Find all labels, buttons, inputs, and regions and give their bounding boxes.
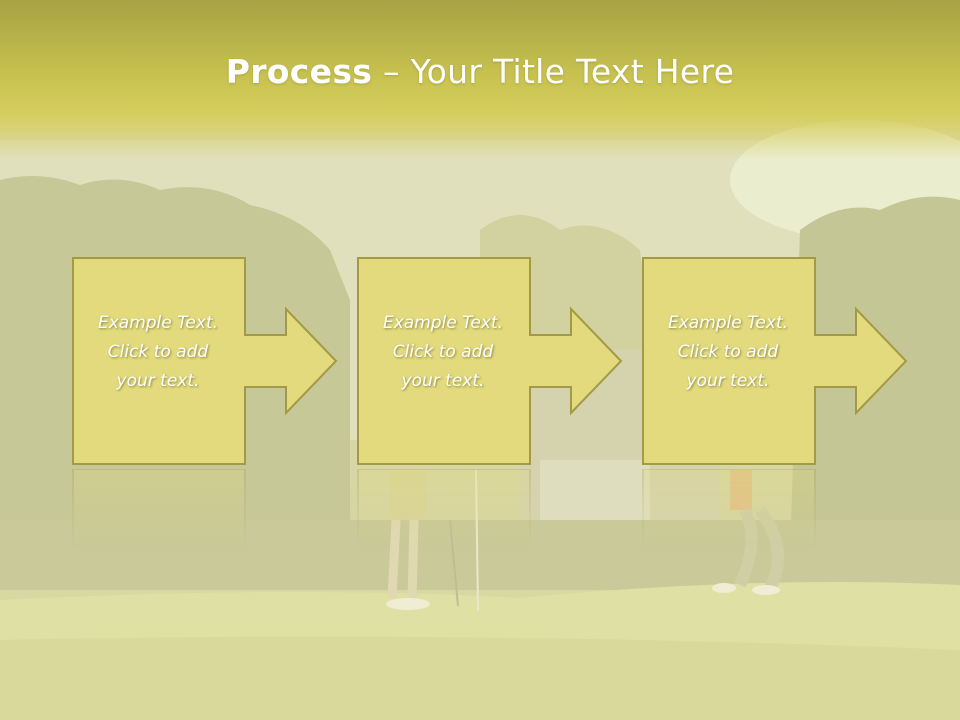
process-step-3[interactable]: Example Text. Click to add your text.: [642, 257, 908, 549]
step-reflection: [357, 469, 531, 549]
step-reflection: [72, 469, 246, 549]
step-reflection: [642, 469, 816, 549]
arrow-box: [357, 257, 623, 465]
process-step-2[interactable]: Example Text. Click to add your text.: [357, 257, 623, 549]
slide-title-bold: Process: [225, 52, 373, 91]
step-arrow-shape: [357, 257, 623, 465]
golfer-right-shirt: [730, 470, 752, 510]
golfer-right-shoe: [752, 585, 780, 595]
title-bar: [0, 0, 960, 160]
arrow-box: [72, 257, 338, 465]
golfer-right-shoe: [712, 583, 736, 593]
flagstick: [475, 469, 479, 611]
putter: [449, 519, 459, 607]
slide-title-rest: – Your Title Text Here: [372, 52, 735, 91]
process-step-1[interactable]: Example Text. Click to add your text.: [72, 257, 338, 549]
slide-title[interactable]: Process – Your Title Text Here: [0, 52, 960, 91]
house-window: [540, 460, 650, 520]
fairway-shadow: [0, 636, 960, 720]
hedge: [0, 520, 960, 590]
step-text[interactable]: Example Text. Click to add your text.: [382, 313, 504, 391]
step-arrow-shape: [72, 257, 338, 465]
step-text[interactable]: Example Text. Click to add your text.: [667, 313, 789, 391]
step-arrow-shape: [642, 257, 908, 465]
golfer-left-legs: [387, 519, 419, 601]
arrow-box: [642, 257, 908, 465]
step-text[interactable]: Example Text. Click to add your text.: [97, 313, 219, 391]
golfer-right-legs: [734, 506, 784, 591]
golfer-left-shoes: [386, 598, 430, 610]
golfer-left-body: [390, 470, 426, 520]
